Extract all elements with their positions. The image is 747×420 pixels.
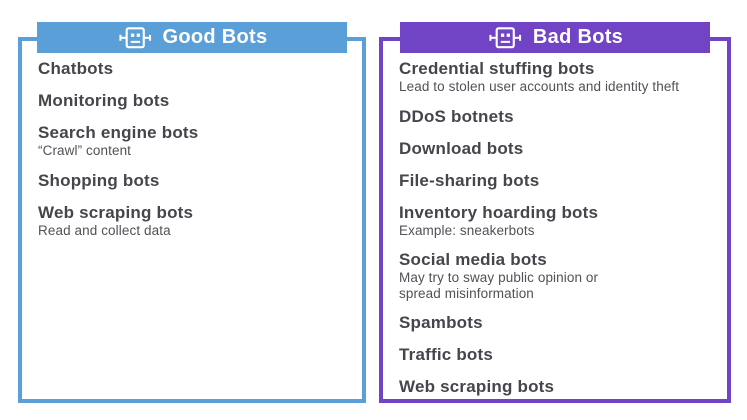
bad-bots-header: Bad Bots bbox=[400, 22, 710, 53]
bot-item-description: Read and collect data bbox=[38, 222, 171, 238]
bad-bots-title: Bad Bots bbox=[532, 26, 624, 48]
list-item: Monitoring bots bbox=[38, 91, 350, 111]
list-item: Download bots bbox=[399, 139, 715, 159]
list-item: Traffic bots bbox=[399, 345, 715, 365]
bad-bots-panel: Bad Bots Credential stuffing bots Lead t… bbox=[379, 22, 731, 403]
bot-item-title: Spambots bbox=[399, 313, 483, 332]
list-item: Spambots bbox=[399, 313, 715, 333]
good-bots-header: Good Bots bbox=[37, 22, 347, 53]
bot-item-description: “Crawl” content bbox=[38, 143, 132, 158]
bot-item-title: Chatbots bbox=[38, 59, 114, 78]
good-bots-title: Good Bots bbox=[162, 26, 268, 48]
bot-item-title: Search engine bots bbox=[38, 123, 199, 142]
bot-item-description: Example: sneakerbots bbox=[399, 222, 535, 238]
list-item: Web scraping bots Read and collect data bbox=[38, 203, 350, 239]
robot-icon bbox=[489, 26, 521, 48]
bot-item-title: Traffic bots bbox=[399, 345, 494, 364]
bot-item-title: Monitoring bots bbox=[38, 91, 170, 110]
good-bots-panel: Good Bots Chatbots Monitoring bots Searc… bbox=[18, 22, 366, 403]
list-item: Inventory hoarding bots Example: sneaker… bbox=[399, 203, 715, 239]
list-item: Web scraping bots bbox=[399, 377, 715, 397]
bot-item-title: Social media bots bbox=[399, 250, 547, 269]
good-bots-box: Chatbots Monitoring bots Search engine b… bbox=[18, 37, 366, 403]
bot-item-description: May try to sway public opinion or spread… bbox=[399, 270, 599, 301]
bot-item-title: Shopping bots bbox=[38, 170, 160, 190]
bot-item-title: File-sharing bots bbox=[399, 170, 540, 190]
list-item: Search engine bots “Crawl” content bbox=[38, 123, 350, 159]
list-item: Credential stuffing bots Lead to stolen … bbox=[399, 59, 715, 95]
bot-item-title: Credential stuffing bots bbox=[399, 59, 595, 78]
bad-bots-box: Credential stuffing bots Lead to stolen … bbox=[379, 37, 731, 403]
list-item: DDoS botnets bbox=[399, 107, 715, 127]
list-item: File-sharing bots bbox=[399, 171, 715, 191]
bot-item-title: Web scraping bots bbox=[38, 202, 194, 222]
bad-bots-list: Credential stuffing bots Lead to stolen … bbox=[399, 59, 715, 397]
bot-item-title: DDoS botnets bbox=[399, 106, 514, 126]
bot-item-title: Web scraping bots bbox=[399, 377, 555, 396]
good-bots-list: Chatbots Monitoring bots Search engine b… bbox=[38, 59, 350, 238]
bot-item-title: Inventory hoarding bots bbox=[399, 202, 599, 222]
list-item: Chatbots bbox=[38, 59, 350, 79]
robot-icon bbox=[118, 26, 151, 48]
list-item: Social media bots May try to sway public… bbox=[399, 250, 715, 301]
list-item: Shopping bots bbox=[38, 171, 350, 191]
bot-item-title: Download bots bbox=[399, 138, 524, 158]
bot-item-description: Lead to stolen user accounts and identit… bbox=[399, 79, 680, 94]
